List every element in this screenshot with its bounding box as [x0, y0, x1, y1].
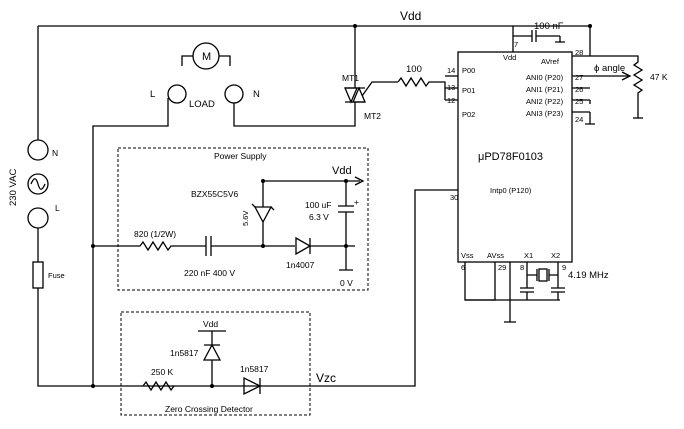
- svg-text:+: +: [354, 197, 359, 207]
- zero-crossing-title: Zero Crossing Detector: [165, 404, 253, 414]
- pin-avref-label: AVref: [541, 57, 560, 66]
- pin-ani3-label: ANI3 (P23): [526, 109, 564, 118]
- pin-p02-label: P02: [462, 110, 475, 119]
- rectifier-diode-label: 1n4007: [286, 260, 315, 270]
- decoupling-capacitor-label: 100 nF: [534, 21, 564, 32]
- pin-avss-label: AVss: [487, 251, 504, 260]
- pin-number-30: 30: [450, 193, 458, 202]
- zc-vdd-label: Vdd: [203, 319, 218, 329]
- pot-value-label: 47 K: [650, 72, 668, 82]
- load-label: LOAD: [189, 99, 215, 110]
- power-supply-circuit: +: [93, 176, 365, 271]
- ac-l-label: L: [55, 203, 60, 213]
- pin-p00-label: P00: [462, 66, 475, 75]
- pin-x1-label: X1: [524, 251, 533, 260]
- pin-vss-label: Vss: [461, 251, 474, 260]
- vdd-top-label: Vdd: [400, 9, 421, 23]
- power-supply-title: Power Supply: [214, 151, 267, 161]
- power-supply-vdd-label: Vdd: [332, 165, 352, 177]
- zc-diode-clamp-label: 1n5817: [170, 348, 199, 358]
- crystal-oscillator: [520, 262, 565, 300]
- zener-voltage-label: 5.6V: [241, 211, 250, 226]
- pin-number-6: 6: [461, 263, 465, 272]
- pin-number-12: 12: [447, 96, 455, 105]
- zero-crossing-circuit: [142, 330, 262, 396]
- pin-number-29: 29: [498, 263, 506, 272]
- pin-number-13: 13: [447, 83, 455, 92]
- cap-big-voltage-label: 6.3 V: [309, 212, 329, 222]
- pin-vdd-label: Vdd: [503, 53, 516, 62]
- ac-voltage-label: 230 VAC: [8, 169, 19, 206]
- ac-source: [27, 139, 49, 262]
- pin-ani0-label: ANI0 (P20): [526, 73, 564, 82]
- zener-part-label: BZX55C5V6: [191, 189, 239, 199]
- angle-label: ϕ angle: [594, 63, 625, 74]
- load-n-label: N: [253, 89, 260, 100]
- mcu-chip: [457, 51, 595, 323]
- load-l-label: L: [150, 89, 155, 100]
- pin-number-24: 24: [575, 115, 583, 124]
- decoupling-capacitor: [512, 26, 565, 52]
- fuse-label: Fuse: [48, 271, 65, 280]
- x-capacitor-label: 220 nF 400 V: [184, 268, 235, 278]
- triac-mt1-label: MT1: [342, 73, 359, 83]
- load-terminals: [91, 84, 356, 386]
- pin-ani2-label: ANI2 (P22): [526, 97, 564, 106]
- vzc-label: Vzc: [316, 371, 336, 385]
- dropper-resistor-label: 820 (1/2W): [134, 229, 176, 239]
- gate-resistor-label: 100: [406, 64, 422, 75]
- zc-diode-series-label: 1n5817: [240, 364, 269, 374]
- zero-volt-label: 0 V: [340, 278, 353, 288]
- motor-label: M: [202, 51, 211, 63]
- pin-number-7: 7: [514, 40, 518, 49]
- pin-number-25: 25: [575, 97, 583, 106]
- zero-crossing-box: [120, 311, 311, 416]
- zc-resistor-label: 250 K: [151, 367, 174, 377]
- pin-number-27: 27: [575, 73, 583, 82]
- pin-p01-label: P01: [462, 86, 475, 95]
- pin-number-8: 8: [520, 263, 524, 272]
- pin-number-26: 26: [575, 85, 583, 94]
- triac-mt2-label: MT2: [364, 111, 381, 121]
- pin-number-9: 9: [562, 263, 566, 272]
- gate-resistor: [397, 75, 458, 101]
- pin-x2-label: X2: [551, 251, 560, 260]
- triac: [344, 26, 398, 108]
- motor: [181, 42, 231, 70]
- pin-number-14: 14: [447, 66, 455, 75]
- power-supply-box: [117, 147, 369, 291]
- vdd-rail: [37, 24, 592, 140]
- crystal-frequency-label: 4.19 MHz: [568, 270, 609, 281]
- cap-big-value-label: 100 uF: [305, 200, 331, 210]
- angle-potentiometer: [590, 55, 644, 119]
- pin-intp0-label: Intp0 (P120): [490, 186, 532, 195]
- pin-number-28: 28: [575, 48, 583, 57]
- pin-ani1-label: ANI1 (P21): [526, 85, 564, 94]
- mcu-part-label: μPD78F0103: [478, 151, 543, 163]
- ac-n-label: N: [52, 148, 58, 158]
